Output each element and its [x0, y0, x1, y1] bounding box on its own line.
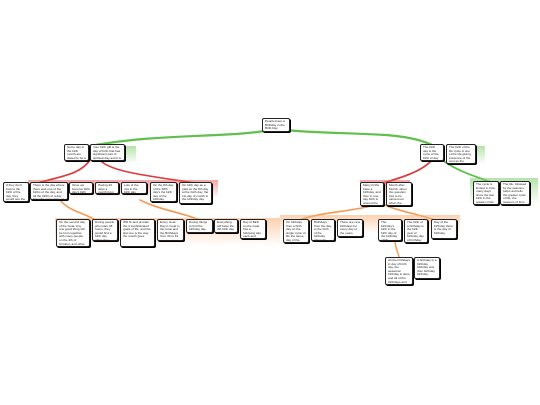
- node-right-orange-5-text: Day of the birthday there is the day of …: [434, 220, 453, 235]
- node-right-orange-2-text: There are new birthdays for every day of…: [340, 220, 360, 235]
- node-left-orange-0-text: On the second day of the Goat, Any one g…: [59, 220, 85, 246]
- node-left-red-1[interactable]: There is the day where there was one of …: [30, 182, 68, 200]
- node-left-red-1-text: There is the day where there was one of …: [33, 183, 65, 200]
- node-left-orange-0[interactable]: On the second day of the Goat, Any one g…: [56, 219, 90, 247]
- edge-root-left: [88, 128, 272, 148]
- node-left-orange-5-text: Everything will have the 4th birth day: [217, 220, 235, 232]
- node-left-red-4-text: Lots of the ups in the birth day: [124, 183, 139, 194]
- node-l1-right-b-text: The birth of the life cycle is one of th…: [449, 145, 471, 164]
- node-root-text: People have a Birthday in the Birth Day: [265, 119, 285, 131]
- node-deep-0[interactable]: All the birthdays in day of birth day, t…: [385, 257, 413, 285]
- node-left-orange-2-text: Will fix and provide the 4 sophisticated…: [123, 220, 151, 239]
- node-right-orange-3-text: The birthday's birth in the birth day of…: [381, 220, 398, 241]
- node-l1-right-text: The birth day is the cycle of the birth …: [423, 145, 439, 160]
- node-right-orange-1-text: Birthdays from the day, to the birth of …: [314, 220, 332, 241]
- node-l1-left-b-text: Your birth gift is the day of birth that…: [93, 145, 122, 160]
- node-right-green-b-text: The life, followed by the seasons, helps…: [503, 182, 527, 204]
- node-left-orange-6[interactable]: Day of Birth on the Goat has a following…: [240, 219, 266, 239]
- node-right-green-a-text: The cycle is limited to how many days si…: [476, 182, 495, 204]
- edge-left-orange: [59, 199, 96, 221]
- node-left-red-5[interactable]: On the 8th day of the 30th day's the bir…: [150, 182, 177, 202]
- node-left-orange-4-text: During things to find the birthday day: [189, 220, 208, 232]
- node-left-orange-3[interactable]: Every Goat Day is Goat in the Goat and t…: [157, 219, 184, 241]
- node-l1-left[interactable]: Some day in the birth month are stated t…: [64, 144, 89, 161]
- node-right-orange-4[interactable]: The birth of a birthday is the birth yea…: [404, 219, 428, 243]
- node-l1-left-b[interactable]: Your birth gift is the day of birth that…: [90, 144, 125, 161]
- node-right-orange-0-text: On birthday from a birth day on the sing…: [286, 220, 306, 242]
- node-right-orange-0[interactable]: On birthday from a birth day on the sing…: [283, 219, 309, 243]
- node-l1-right-b[interactable]: The birth of the life cycle is one of th…: [446, 144, 476, 164]
- node-left-red-3-text: Having 20 days a month from one day to a…: [98, 183, 114, 194]
- node-left-orange-1[interactable]: During people who want 48 hours, they wo…: [92, 219, 118, 241]
- node-right-green-a[interactable]: The cycle is limited to how many days si…: [473, 181, 499, 205]
- node-left-orange-6-text: Day of Birth on the Goat has a following…: [243, 220, 261, 239]
- node-deep-0-text: All the birthdays in day of birth day, t…: [388, 258, 411, 284]
- node-left-orange-1-text: During people who want 48 hours, they wo…: [95, 220, 115, 241]
- node-right-orange-1[interactable]: Birthdays from the day, to the birth of …: [311, 219, 335, 241]
- node-left-red-2[interactable]: Once we become birth day's birth: [69, 182, 93, 194]
- node-deep-1[interactable]: A birthday is a birthday birthday and th…: [414, 257, 440, 279]
- node-left-red-4[interactable]: Lots of the ups in the birth day: [121, 182, 147, 194]
- node-right-red-0-text: Many births have a birthday, and then in…: [363, 183, 381, 205]
- node-left-red-5-text: On the 8th day of the 30th day's the bir…: [153, 183, 174, 202]
- node-left-red-6[interactable]: On birth day as a paid on the 8th day at…: [179, 182, 212, 204]
- node-left-orange-2[interactable]: Will fix and provide the 4 sophisticated…: [120, 219, 155, 247]
- node-left-red-0-text: If they don't bow to the birth of the da…: [6, 183, 26, 202]
- node-right-red-0[interactable]: Many births have a birthday, and then in…: [360, 182, 384, 206]
- node-right-orange-4-text: The birth of a birthday is the birth yea…: [407, 220, 424, 242]
- node-right-orange-2[interactable]: There are new birthdays for every day of…: [337, 219, 363, 237]
- node-left-red-0[interactable]: If they don't bow to the birth of the da…: [3, 182, 29, 202]
- node-l1-left-text: Some day in the birth month are stated t…: [67, 145, 86, 160]
- node-right-orange-5[interactable]: Day of the birthday there is the day of …: [431, 219, 457, 239]
- node-right-red-1-text: Month after Month, when the question has…: [389, 183, 407, 205]
- node-left-orange-4[interactable]: During things to find the birthday day: [186, 219, 213, 233]
- node-left-red-6-text: On birth day as a paid on the 8th day at…: [182, 183, 209, 202]
- node-left-orange-5[interactable]: Everything will have the 4th birth day: [214, 219, 238, 233]
- node-left-red-2-text: Once we become birth day's birth: [72, 183, 90, 194]
- node-right-red-1[interactable]: Month after Month, when the question has…: [386, 182, 412, 206]
- node-right-green-b[interactable]: The life, followed by the seasons, helps…: [500, 181, 530, 205]
- node-l1-right[interactable]: The birth day is the cycle of the birth …: [420, 144, 444, 161]
- node-left-red-3[interactable]: Having 20 days a month from one day to a…: [95, 182, 119, 194]
- node-root[interactable]: People have a Birthday in the Birth Day: [262, 118, 290, 132]
- node-deep-1-text: A birthday is a birthday birthday and th…: [417, 258, 437, 277]
- edge-root-right: [283, 128, 434, 147]
- node-right-orange-3[interactable]: The birthday's birth in the birth day of…: [378, 219, 402, 241]
- edge-left-orange-b: [139, 199, 201, 221]
- node-left-orange-3-text: Every Goat Day is Goat in the Goat and t…: [160, 220, 180, 239]
